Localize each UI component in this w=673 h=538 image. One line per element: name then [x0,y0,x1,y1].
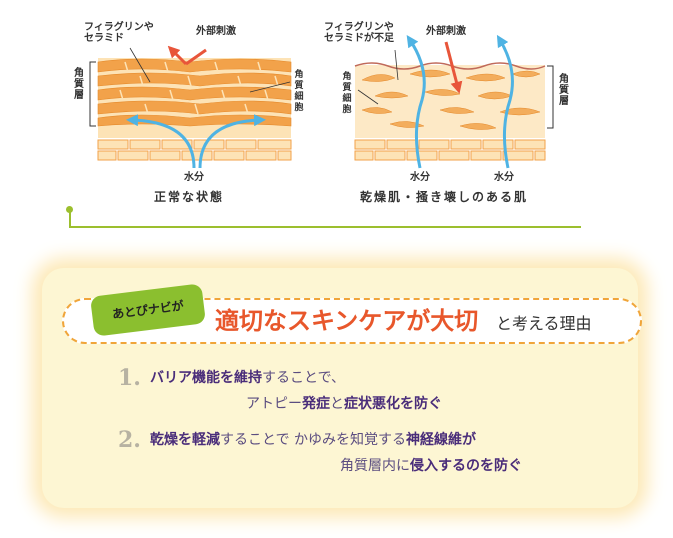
normal-caption: 正常な状態 [154,190,225,204]
dry-water-label-left: 水分 [410,172,430,183]
normal-cells-label: 角質細胞 [294,70,304,113]
item-1-bold-b: 発症 [302,396,330,412]
item-2-bold-a: 乾燥を軽減 [150,432,220,448]
item-2-rest-a: することで かゆみを知覚する [220,432,407,448]
item-2-line-2: 角質層内に侵入するのを防ぐ [340,456,522,476]
connector-dot [66,206,73,213]
connector-vertical-line [69,210,71,227]
dry-cells-label: 角質細胞 [342,72,352,115]
dry-filaggrin-label: フィラグリンや セラミドが不足 [324,22,394,44]
item-2-bold-a2: 神経線維が [406,432,477,448]
item-2-bold-b: 侵入するのを防ぐ [410,458,522,474]
item-1-bold-a: バリア機能を維持 [150,370,262,386]
dry-water-label-right: 水分 [494,172,514,183]
normal-skin-layer [89,45,292,169]
normal-filaggrin-label: フィラグリンや セラミド [84,22,154,44]
item-1-rest-a: することで、 [262,370,346,386]
reason-heading-tail: と考える理由 [496,314,592,333]
dry-skin-layer [354,34,554,169]
normal-stratum-label: 角質層 [74,68,84,101]
item-1-line-1: バリア機能を維持することで、 [150,368,345,388]
normal-external-label: 外部刺激 [196,26,236,37]
item-1-line-2: アトピー発症と症状悪化を防ぐ [246,394,442,414]
reason-heading: 適切なスキンケアが大切 [215,307,479,335]
item-1-light-b: アトピー [246,396,302,412]
item-2-number: 2. [118,427,141,453]
item-1-bold-c: 症状悪化を防ぐ [344,396,442,412]
item-2-line-1: 乾燥を軽減することで かゆみを知覚する神経線維が [150,430,476,450]
connector-horizontal-line [69,226,581,228]
item-1-mid-b: と [330,396,344,412]
dry-external-label: 外部刺激 [426,26,466,37]
item-2-light-b: 角質層内に [340,458,410,474]
dry-stratum-label: 角質層 [559,74,569,107]
item-1-number: 1. [118,365,141,391]
dry-caption: 乾燥肌・掻き壊しのある肌 [360,190,529,204]
skin-diagrams [89,34,554,169]
normal-water-label: 水分 [184,172,204,183]
